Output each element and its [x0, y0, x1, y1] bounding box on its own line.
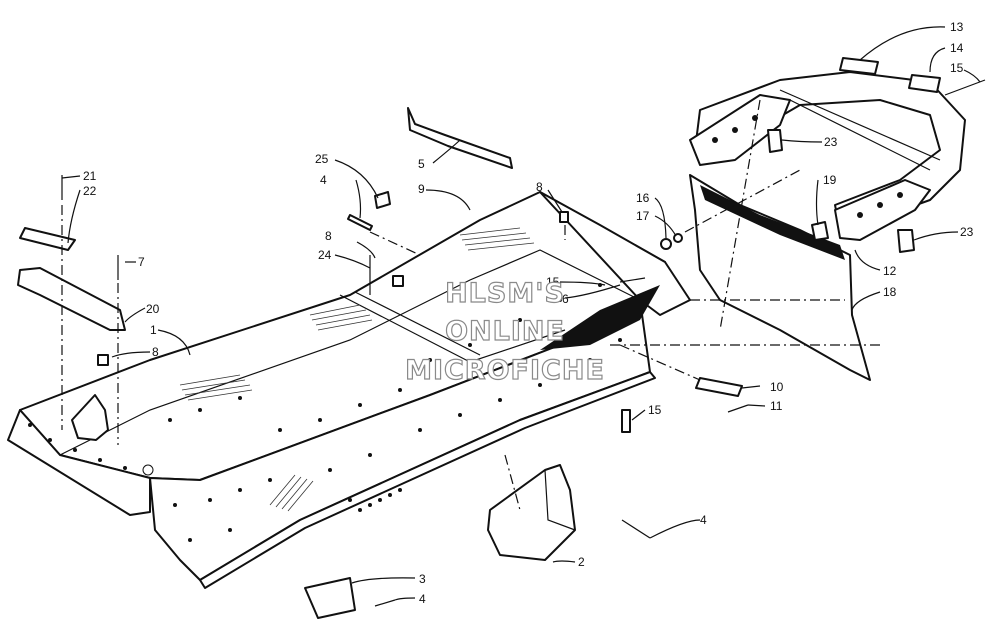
small-parts: [17, 57, 986, 619]
callout-8-mid: 8: [325, 229, 332, 243]
callout-15-lower: 15: [648, 403, 662, 417]
callout-8-left: 8: [152, 345, 159, 359]
callout-25: 25: [315, 152, 329, 166]
callout-23-right: 23: [960, 225, 974, 239]
callout-18: 18: [883, 285, 897, 299]
callout-15-top: 15: [950, 61, 964, 75]
callout-15-mid: 15: [546, 275, 560, 289]
callout-6: 6: [562, 292, 569, 306]
callout-labels: 1 2 3 4 4 4 5 6 7 8 8 8 9 10 11 12 13 14…: [83, 20, 974, 606]
callout-5: 5: [418, 157, 425, 171]
callout-21: 21: [83, 169, 97, 183]
callout-10: 10: [770, 380, 784, 394]
callout-1: 1: [150, 323, 157, 337]
watermark-line-2: ONLINE: [445, 316, 565, 347]
callout-8-top: 8: [536, 180, 543, 194]
callout-3: 3: [419, 572, 426, 586]
callout-4-top: 4: [320, 173, 327, 187]
callout-7: 7: [138, 255, 145, 269]
callout-4-bottom: 4: [419, 592, 426, 606]
callout-9: 9: [418, 182, 425, 196]
callout-4-right: 4: [700, 513, 707, 527]
watermark: HLSM'S ONLINE MICROFICHE: [404, 277, 605, 386]
callout-14: 14: [950, 41, 964, 55]
tunnel-assembly: [7, 191, 691, 589]
callout-17: 17: [636, 209, 650, 223]
callout-24: 24: [318, 248, 332, 262]
watermark-line-1: HLSM'S: [445, 278, 565, 309]
callout-11: 11: [770, 399, 783, 413]
callout-2: 2: [578, 555, 585, 569]
watermark-line-3: MICROFICHE: [405, 355, 605, 386]
reference-lines: [61, 99, 880, 511]
callout-12: 12: [883, 264, 897, 278]
callout-22: 22: [83, 184, 97, 198]
rear-bumper-assembly: [689, 71, 966, 381]
callout-13: 13: [950, 20, 964, 34]
callout-16: 16: [636, 191, 650, 205]
callout-20: 20: [146, 302, 160, 316]
callout-19: 19: [823, 173, 837, 187]
callout-23-top: 23: [824, 135, 838, 149]
leader-lines: [61, 26, 981, 601]
